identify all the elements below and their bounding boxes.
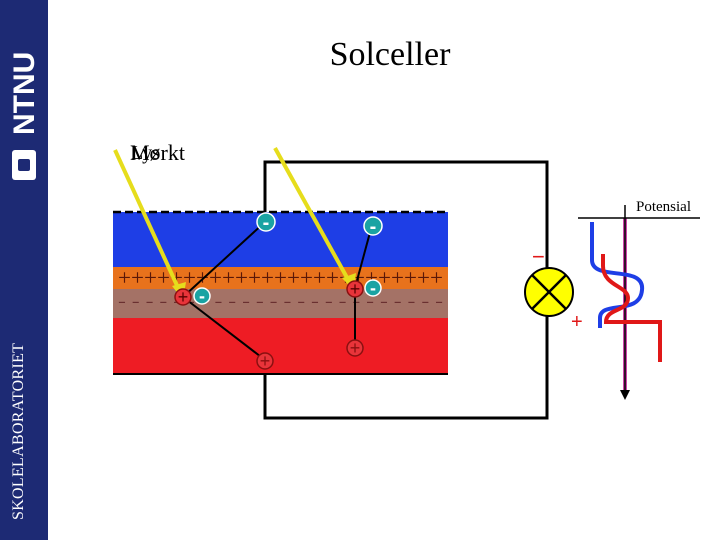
terminal-plus: +: [571, 311, 583, 333]
electron: -: [256, 212, 276, 234]
label-dark: Mørkt: [130, 140, 185, 165]
page-title: Solceller: [329, 36, 451, 73]
ntnu-logo-text: NTNU: [8, 52, 41, 135]
electron: -: [364, 278, 382, 298]
hole: +: [256, 351, 274, 371]
positive-charge-row: +++++++++++++++++++++++++: [118, 265, 443, 290]
negative-charge-row: - - - - - - - - - - - - - - - - - - - - …: [118, 293, 443, 310]
terminal-minus: −: [532, 244, 545, 269]
potential-axis-arrowhead: [620, 390, 630, 400]
svg-text:+: +: [260, 351, 271, 371]
n-layer: [113, 212, 448, 267]
hole: +: [174, 287, 192, 307]
svg-text:-: -: [370, 216, 377, 238]
p-layer: [113, 318, 448, 374]
label-light: Lys: [131, 142, 160, 164]
svg-text:+: +: [178, 287, 189, 307]
carrier-paths: [182, 221, 373, 361]
electron: -: [193, 286, 211, 306]
svg-text:-: -: [199, 286, 205, 306]
light-ray-right: [273, 147, 352, 284]
hole: +: [346, 338, 364, 358]
svg-text:+: +: [350, 279, 361, 299]
svg-text:-: -: [263, 212, 270, 234]
light-ray-left: [113, 149, 182, 293]
electron: -: [363, 216, 383, 238]
ntnu-logo: NTNU: [8, 52, 41, 135]
lamp-icon: [524, 267, 574, 317]
sidebar: NTNU SKOLELABORATORIET: [0, 0, 48, 540]
potential-diagram: [578, 205, 700, 400]
hole: +: [346, 279, 364, 299]
potential-label: Potensial: [636, 199, 691, 215]
svg-text:+: +: [350, 338, 361, 358]
junction-negative-layer: [113, 289, 448, 318]
ntnu-logo-icon: [12, 150, 36, 180]
potential-curve-blue: [590, 222, 645, 328]
circuit-wire: [263, 160, 549, 420]
svg-text:-: -: [370, 278, 376, 298]
potential-curve-red: [601, 254, 662, 362]
